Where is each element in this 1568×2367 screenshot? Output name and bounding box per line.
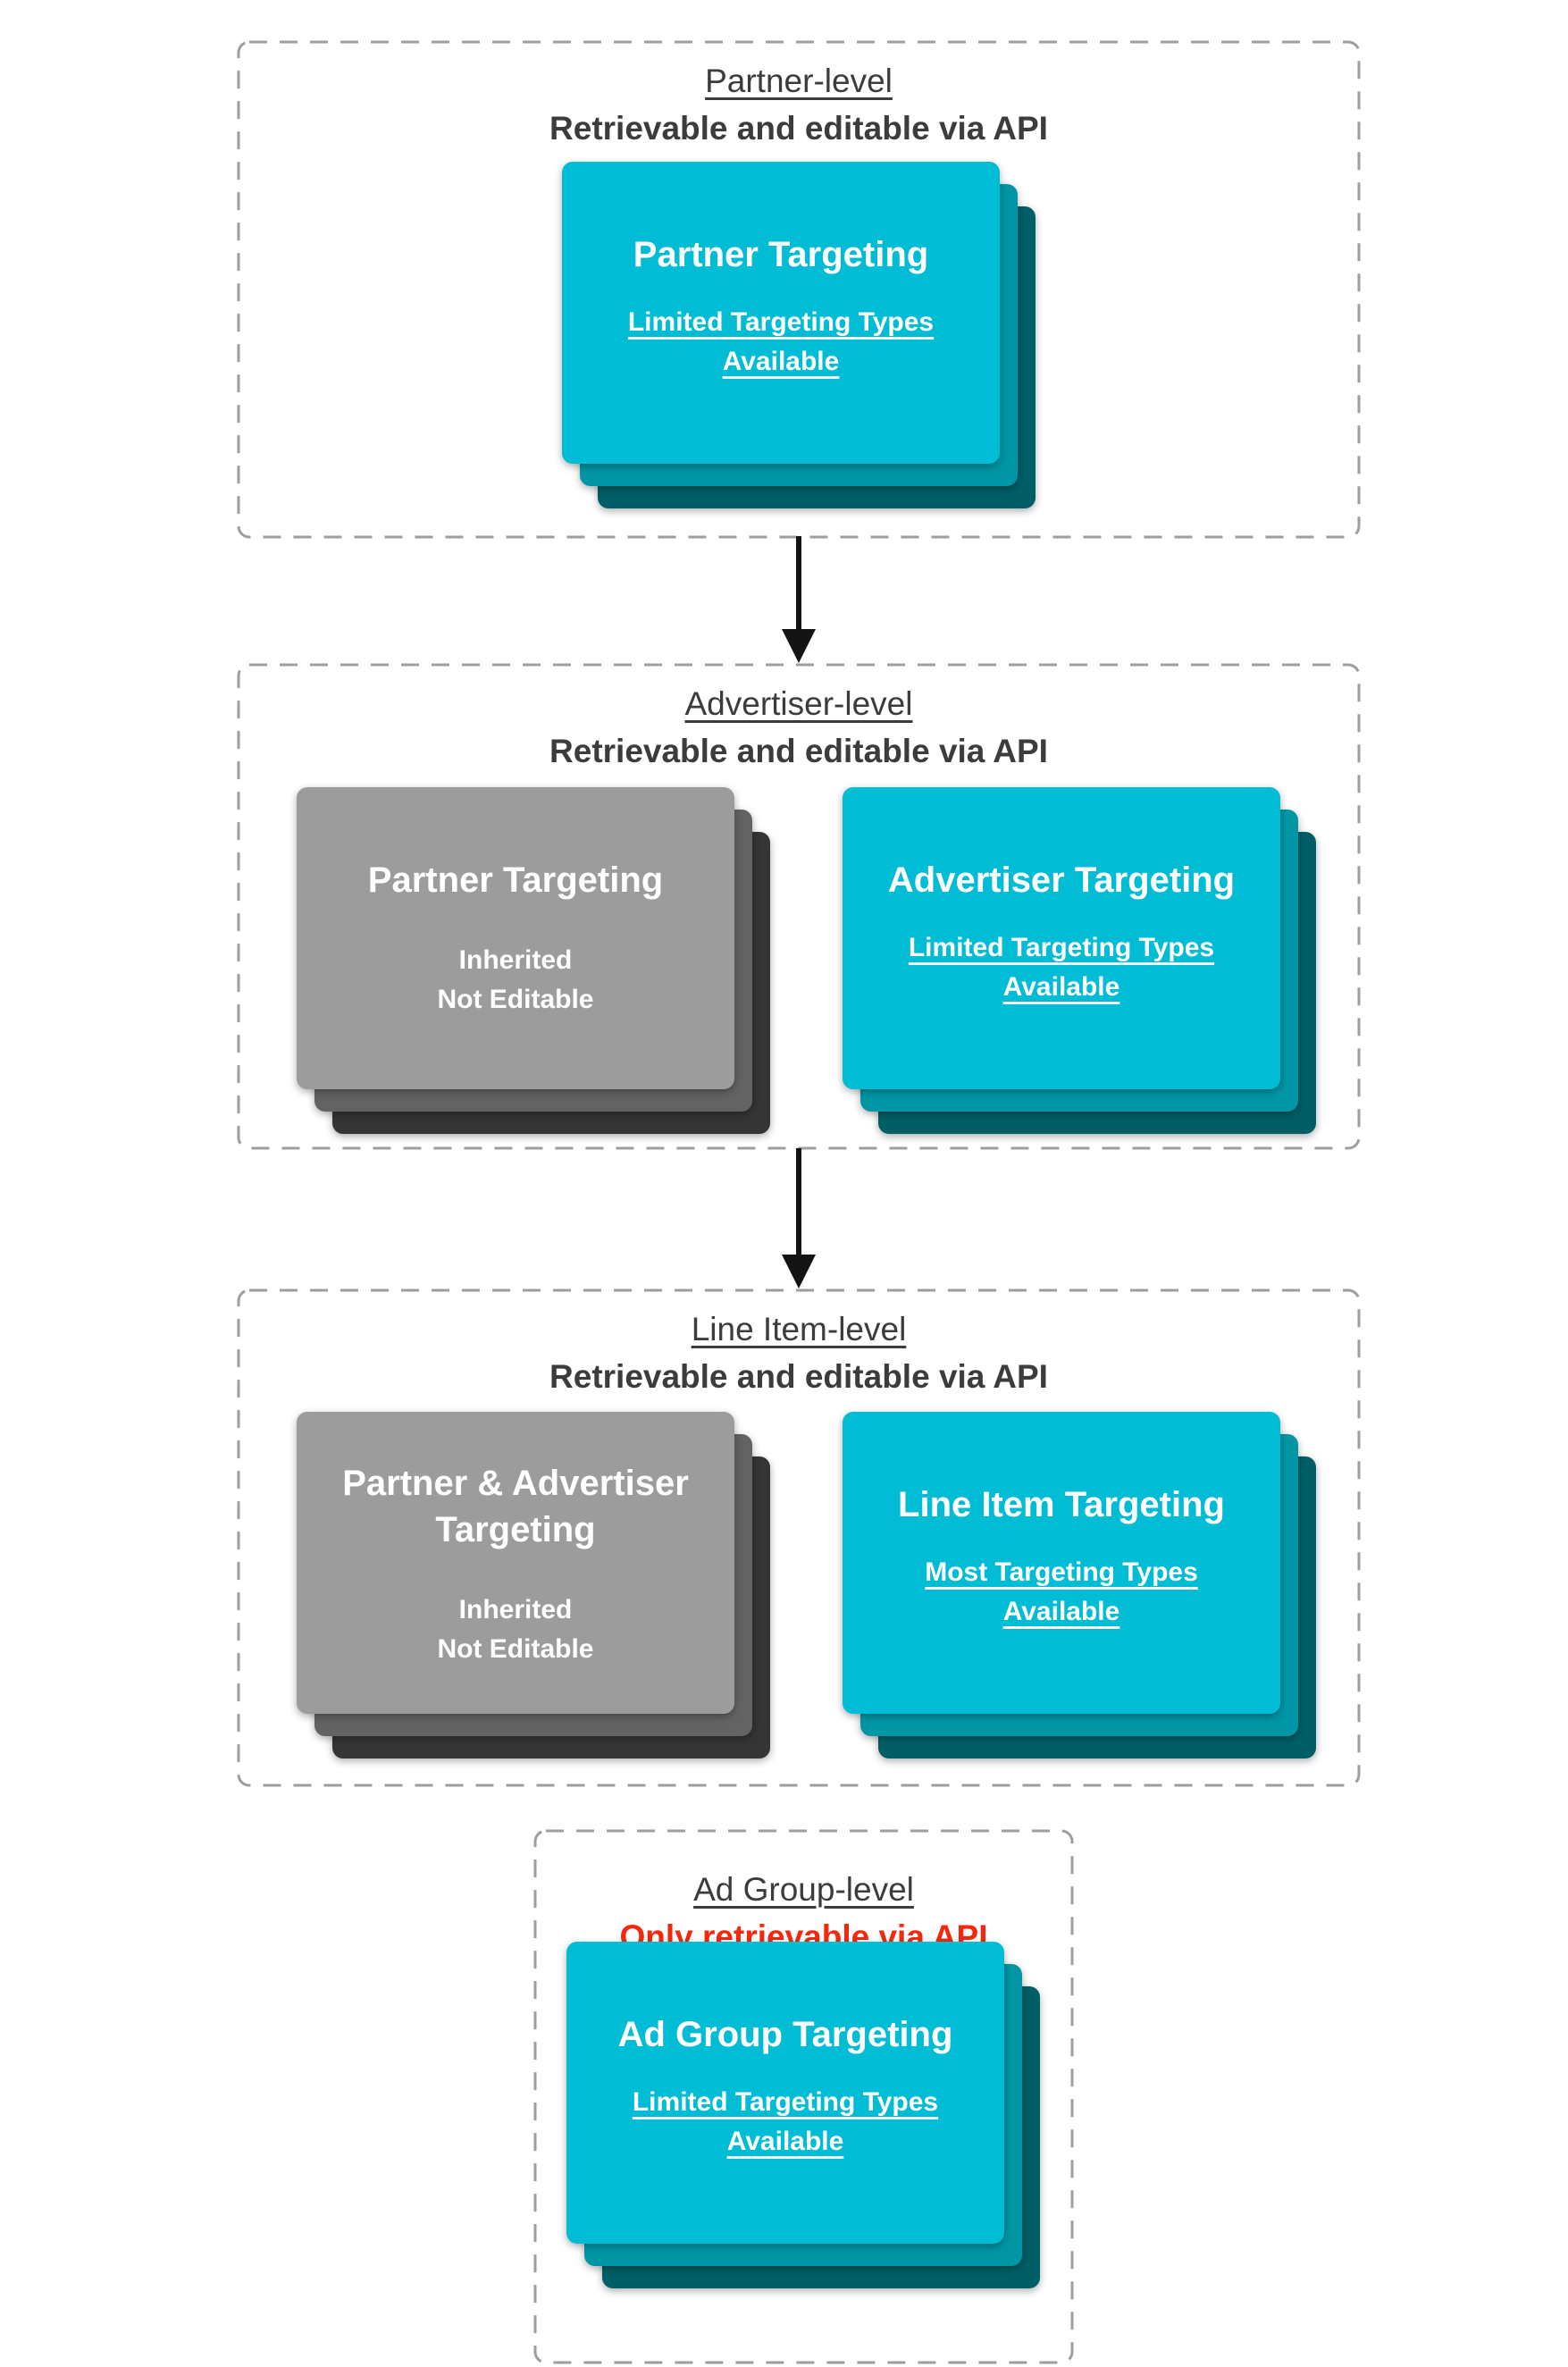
card-title: Advertiser Targeting [887,860,1236,900]
card-title: Line Item Targeting [898,1485,1225,1524]
arrow-head-icon [782,629,816,663]
partner-level-box: Partner-level Retrievable and editable v… [237,40,1361,539]
card-subtitle: Limited Targeting Types Available [627,307,935,376]
partner-targeting-card: Partner Targeting Limited Targeting Type… [562,162,1000,464]
card-subtitle: Inherited Not Editable [437,945,594,1014]
line-item-level-box: Line Item-level Retrievable and editable… [237,1288,1361,1787]
card-subtitle: Limited Targeting Types Available [632,2087,939,2156]
dashed-border [237,40,1361,539]
partner-targeting-card-stack: Partner Targeting Limited Targeting Type… [562,162,1036,508]
partner-level-title: Partner-level [705,63,893,99]
card-title: Ad Group Targeting [617,2015,953,2054]
line-item-level-title: Line Item-level [691,1311,907,1347]
dashed-border [533,1829,1074,2364]
arrow-shaft [796,1148,801,1255]
inherited-partner-advertiser-targeting-card: Partner & Advertiser Targeting Inherited… [297,1412,734,1714]
inherited-partner-advertiser-targeting-card-stack: Partner & Advertiser Targeting Inherited… [297,1412,770,1758]
card-title: Partner & Advertiser Targeting [342,1464,689,1549]
partner-level-header: Partner-level Retrievable and editable v… [237,40,1361,151]
ad-group-level-box: Ad Group-level Only retrievable via API … [533,1829,1074,2364]
line-item-targeting-card: Line Item Targeting Most Targeting Types… [843,1412,1280,1714]
card-title: Partner Targeting [367,860,664,900]
advertiser-level-subtitle: Retrievable and editable via API [549,732,1048,769]
ad-group-level-title: Ad Group-level [693,1871,914,1908]
advertiser-level-title: Advertiser-level [684,685,913,722]
card-subtitle: Inherited Not Editable [437,1595,594,1664]
ad-group-level-header: Ad Group-level Only retrievable via API [533,1829,1074,1960]
arrow-head-icon [782,1255,816,1288]
ad-group-targeting-card-stack: Ad Group Targeting Limited Targeting Typ… [566,1942,1040,2288]
line-item-level-subtitle: Retrievable and editable via API [549,1357,1048,1395]
card-subtitle: Limited Targeting Types Available [908,933,1215,1002]
dashed-border [237,1288,1361,1787]
card-title: Partner Targeting [633,235,929,274]
advertiser-level-box: Advertiser-level Retrievable and editabl… [237,663,1361,1150]
line-item-targeting-card-stack: Line Item Targeting Most Targeting Types… [843,1412,1316,1758]
inherited-partner-targeting-card-stack: Partner Targeting Inherited Not Editable [297,787,770,1134]
line-item-level-header: Line Item-level Retrievable and editable… [237,1288,1361,1399]
inherited-partner-targeting-card: Partner Targeting Inherited Not Editable [297,787,734,1089]
ad-group-targeting-card: Ad Group Targeting Limited Targeting Typ… [566,1942,1004,2244]
arrow-shaft [796,536,801,629]
advertiser-targeting-card: Advertiser Targeting Limited Targeting T… [843,787,1280,1089]
card-subtitle: Most Targeting Types Available [925,1557,1198,1626]
partner-level-subtitle: Retrievable and editable via API [549,109,1048,147]
advertiser-level-header: Advertiser-level Retrievable and editabl… [237,663,1361,774]
advertiser-targeting-card-stack: Advertiser Targeting Limited Targeting T… [843,787,1316,1134]
